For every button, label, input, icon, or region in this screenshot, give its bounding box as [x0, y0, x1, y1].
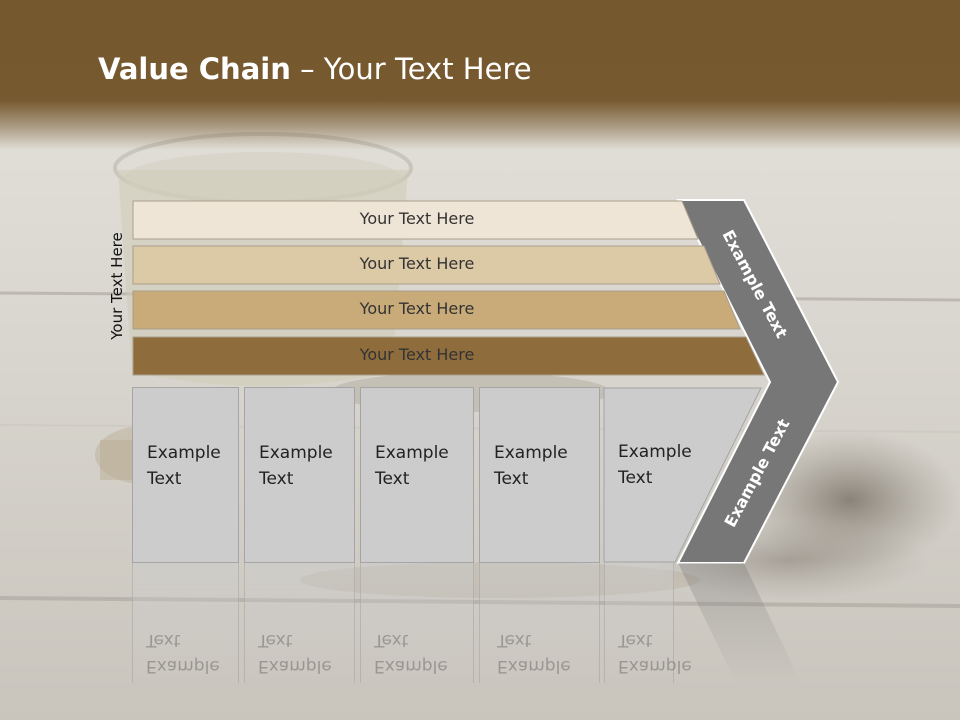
box-3: Example Text [360, 387, 474, 563]
band-label: Your Text Here [359, 345, 475, 364]
title-rest: – Your Text Here [290, 52, 532, 86]
band-label: Your Text Here [359, 209, 475, 228]
reflection-text: Example Text [146, 630, 220, 676]
reflection-chevron [678, 563, 801, 683]
band-3: Your Text Here [132, 290, 742, 330]
band-4: Your Text Here [132, 336, 766, 376]
box-2: Example Text [244, 387, 355, 563]
box-label: Example Text [147, 443, 221, 489]
reflection-box [360, 563, 474, 683]
reflection-text: Example Text [258, 630, 332, 676]
reflection: Example Text Example Text Example Text E… [0, 563, 960, 720]
reflection-box [479, 563, 600, 683]
reflection-text: Example Text [497, 630, 571, 676]
reflection-box [132, 563, 239, 683]
box-label: Example Text [259, 443, 333, 489]
box-label: Example Text [494, 443, 568, 489]
reflection-box [604, 563, 674, 683]
band-1: Your Text Here [132, 200, 702, 240]
reflection-text: Example Text [374, 630, 448, 676]
band-2: Your Text Here [132, 245, 722, 285]
box-5: Example Text [604, 387, 692, 563]
band-label: Your Text Here [359, 254, 475, 273]
box-label: Example Text [618, 442, 692, 488]
box-4: Example Text [479, 387, 600, 563]
reflection-text: Example Text [618, 630, 692, 676]
header-band [0, 0, 960, 150]
slide-title: Value Chain – Your Text Here [98, 52, 532, 86]
reflection-box [244, 563, 355, 683]
title-bold: Value Chain [98, 52, 291, 86]
box-label: Example Text [375, 443, 449, 489]
box-1: Example Text [132, 387, 239, 563]
box-5-shape [603, 387, 762, 563]
band-label: Your Text Here [359, 299, 475, 318]
